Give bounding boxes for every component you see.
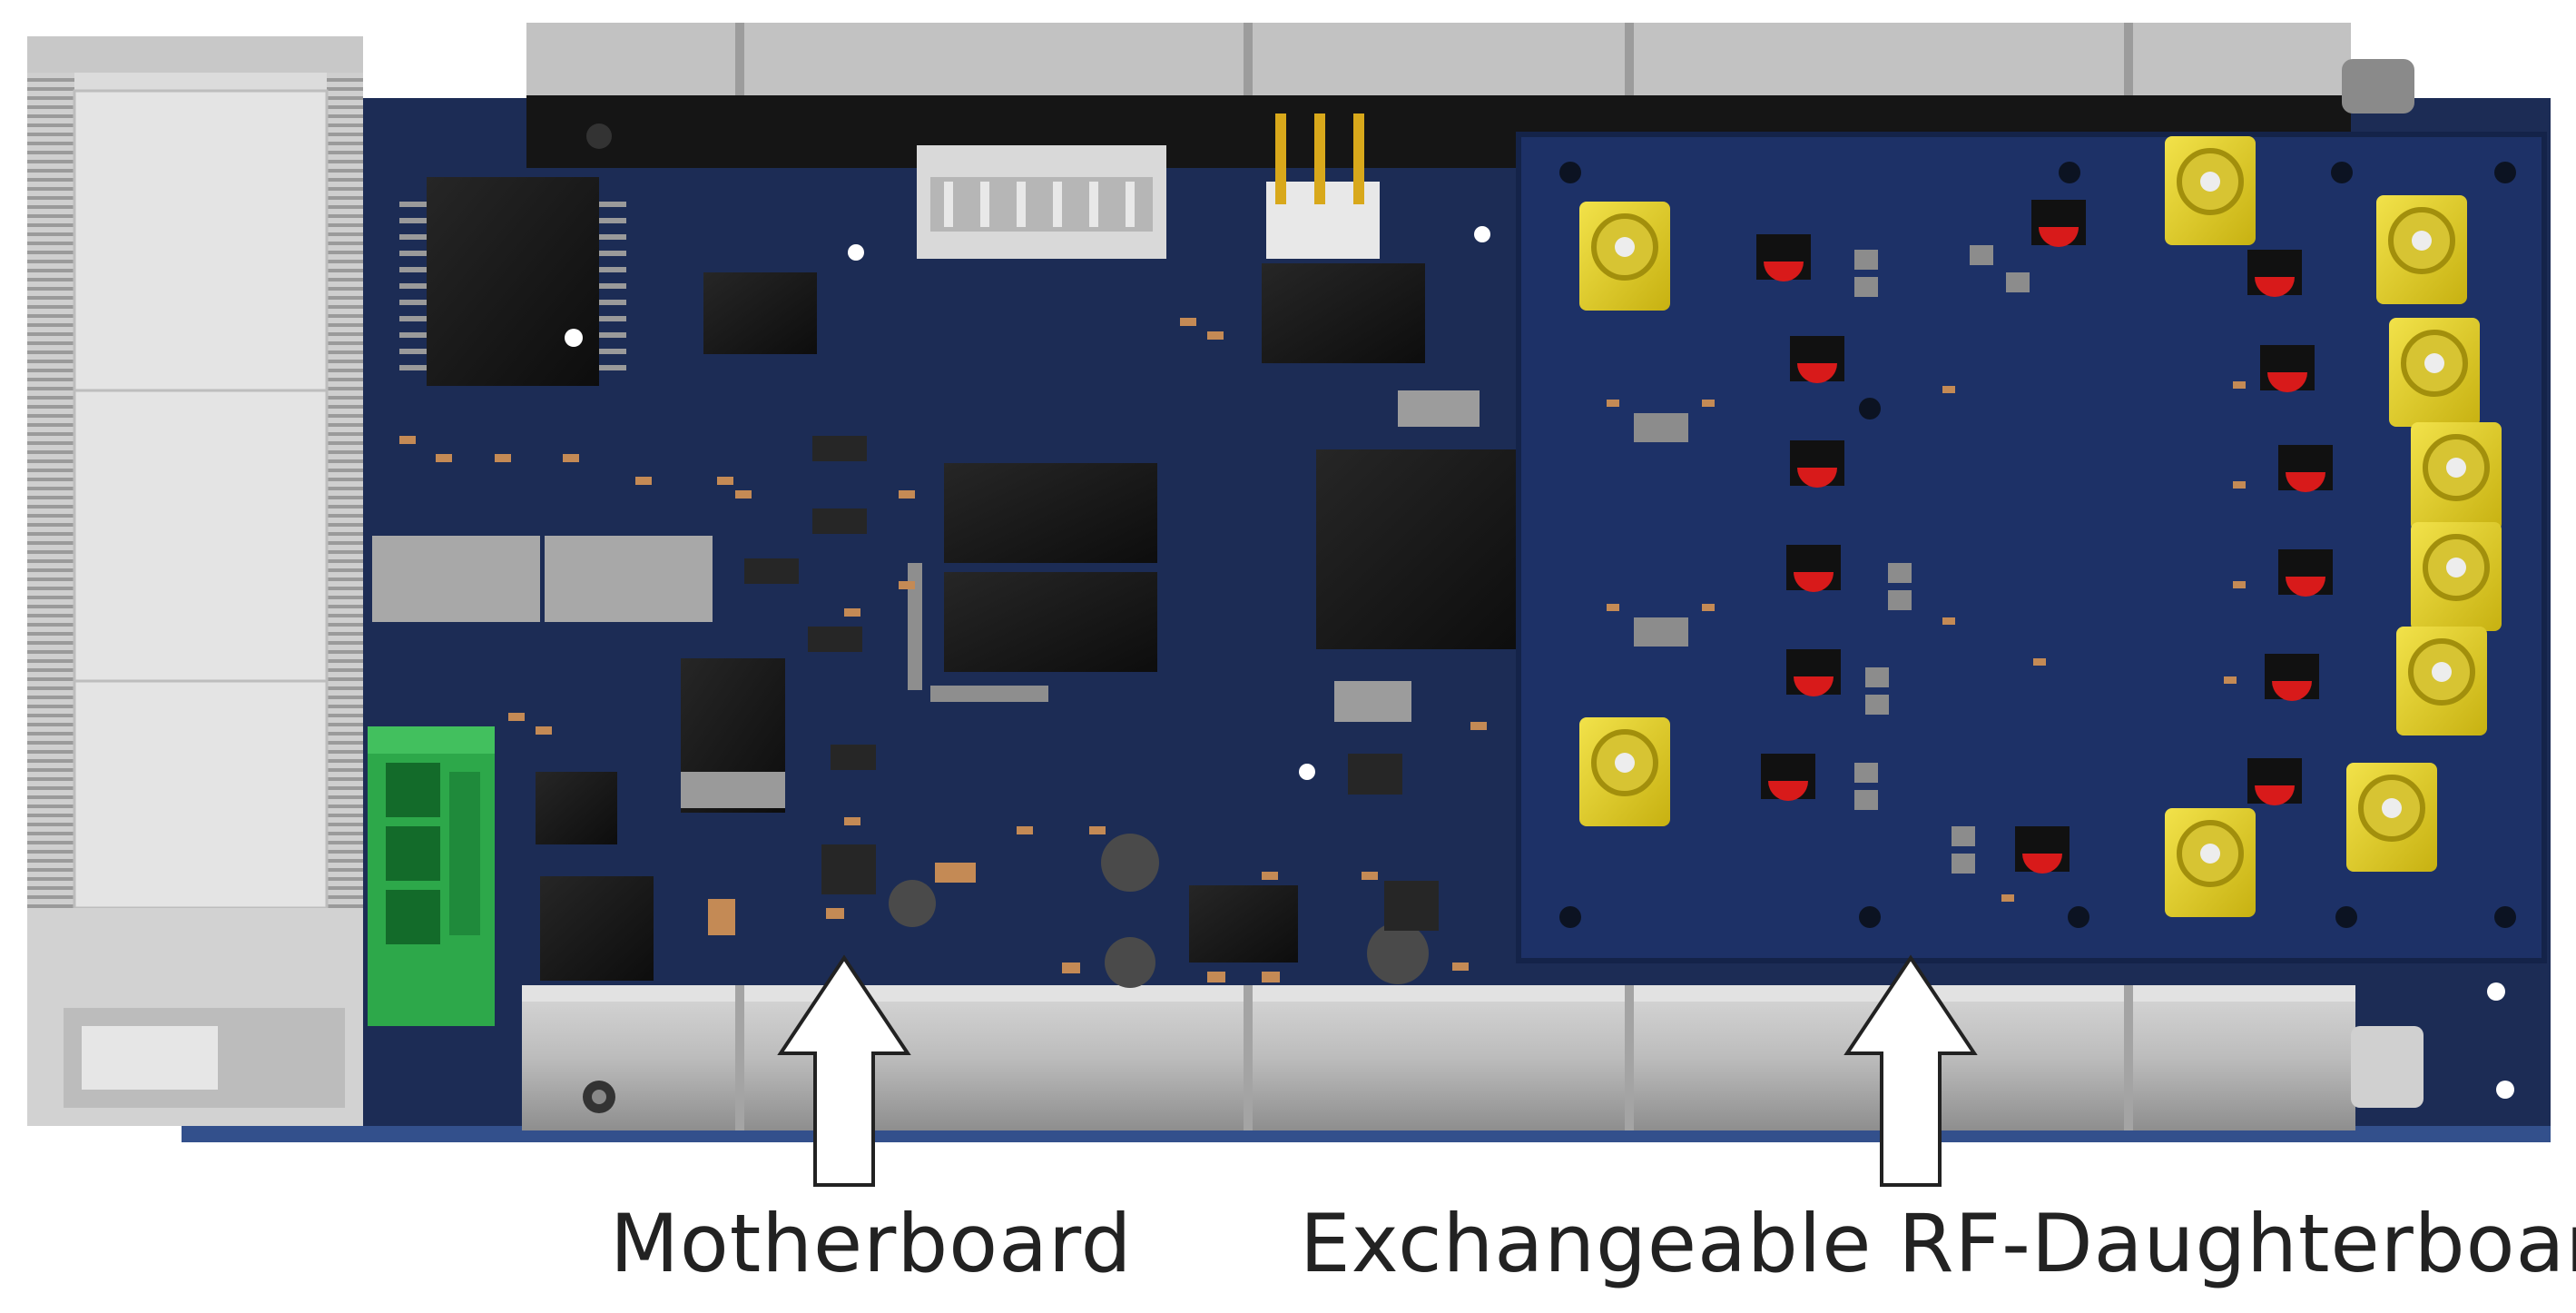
gold-pin-header (1262, 114, 1425, 363)
sma-connectors (1579, 136, 2502, 917)
green-terminal-block (368, 726, 495, 1026)
ic-chip (540, 876, 654, 981)
grey-connector (545, 536, 713, 622)
motherboard-arrow (777, 954, 911, 1187)
rf-daughterboard-label: Exchangeable RF-Daughterboard (1300, 1197, 2576, 1290)
rf-daughterboard-arrow (1844, 954, 1978, 1187)
rf-passives (1634, 245, 2030, 874)
rf-components (1756, 200, 2333, 874)
ic-chip (944, 463, 1157, 563)
passive-components (399, 318, 1487, 982)
ic-chip (703, 272, 817, 354)
ic-chip (399, 177, 626, 386)
ic-chip (1189, 885, 1298, 963)
ic-chip (1316, 449, 1525, 649)
motherboard-label: Motherboard (610, 1197, 1133, 1290)
rf-daughterboard (1516, 132, 2547, 963)
pin-header (917, 145, 1166, 259)
ic-chip (536, 772, 617, 844)
ic-chip (944, 572, 1157, 672)
backplane-connector (27, 36, 363, 1126)
grey-connector (372, 536, 540, 622)
